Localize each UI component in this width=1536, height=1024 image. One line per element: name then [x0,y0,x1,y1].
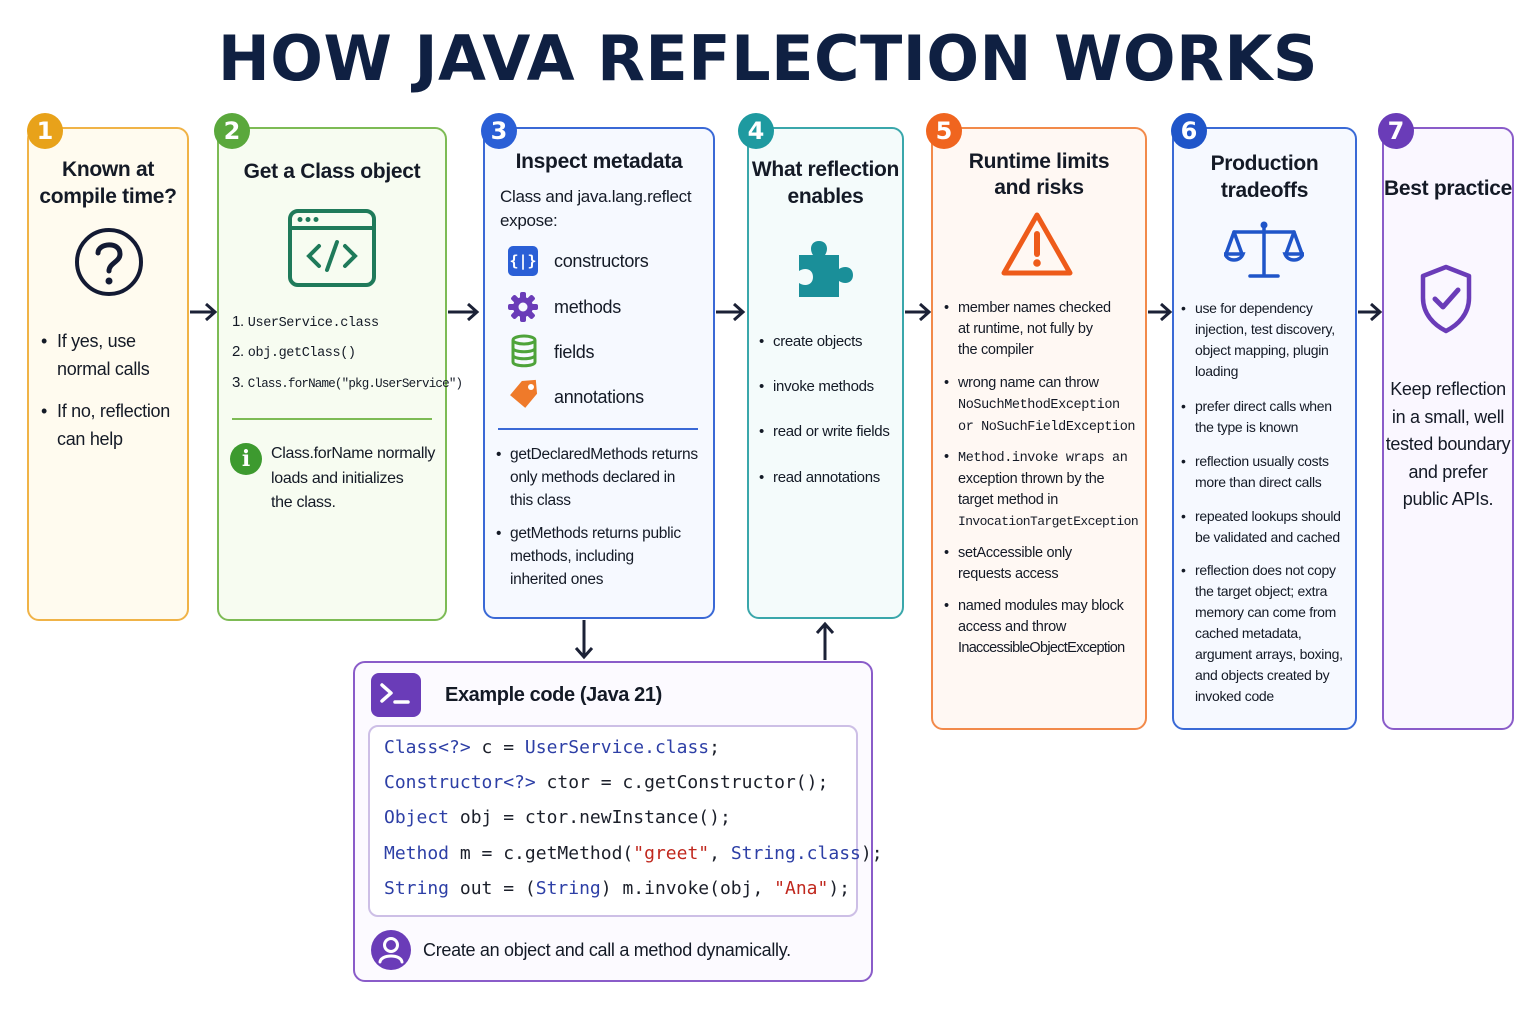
panel-best-practice [1382,127,1514,730]
panel-1-title-line1: Known at [61,158,155,181]
gear-icon [508,292,538,322]
arrow-2-3 [448,302,480,322]
arrow-3-4 [716,302,746,322]
panel-4-bullet-4: read annotations [759,467,880,488]
code-window-icon [288,209,376,287]
code-line-5: String out = (String) m.invoke(obj, "Ana… [384,878,851,899]
step-3: 3. Class.forName("pkg.UserService") [232,374,463,391]
panel-1-title-line2: compile time? [39,185,177,208]
user-icon [371,930,411,970]
item-methods: methods [554,297,621,317]
page-title: HOW JAVA REFLECTION WORKS [217,22,1319,95]
item-fields: fields [554,342,595,362]
panel-2-title: Get a Class object [243,160,421,183]
warning-icon [1001,212,1073,276]
terminal-icon [371,673,421,717]
code-caption: Create an object and call a method dynam… [423,940,791,960]
arrow-3-to-code [574,620,594,660]
divider [498,428,698,430]
step-badge-3: 3 [481,113,517,149]
panel-4-title-line2: enables [787,185,864,208]
code-block [368,725,858,917]
code-line-2: Constructor<?> ctor = c.getConstructor()… [384,772,829,793]
code-line-4: Method m = c.getMethod("greet", String.c… [384,843,883,864]
code-panel-title: Example code (Java 21) [445,684,662,706]
panel-what-enables [747,127,904,619]
step-badge-7: 7 [1378,113,1414,149]
arrow-1-2 [190,302,218,322]
panel-4-bullet-1: create objects [759,331,863,352]
database-icon [511,334,537,368]
panel-3-title: Inspect metadata [515,150,683,173]
item-annotations: annotations [554,387,644,407]
code-line-3: Object obj = ctor.newInstance(); [384,807,731,828]
step-1: 1. UserService.class [232,313,379,331]
info-icon: i [230,443,262,475]
shield-check-icon [1420,264,1472,334]
panel-4-bullet-3: read or write fields [759,421,890,442]
step-badge-1: 1 [27,113,63,149]
question-icon [75,228,143,296]
code-line-1: Class<?> c = UserService.class; [384,737,720,758]
step-badge-2: 2 [214,113,250,149]
panel-7-title: Best practice [1384,177,1512,200]
panel-6-title-line2: tradeoffs [1220,179,1309,202]
panel-5-bullet-2: wrong name can throwNoSuchMethodExceptio… [944,373,1136,438]
arrow-6-7 [1358,302,1383,322]
panel-5-title-line2: and risks [994,176,1084,199]
arrow-4-5 [905,302,932,322]
step-badge-5: 5 [926,113,962,149]
scale-icon [1224,221,1304,278]
arrow-code-to-4 [815,621,835,660]
step-badge-4: 4 [738,113,774,149]
tag-icon [510,379,538,408]
divider [232,418,432,420]
panel-compile-time [27,127,189,621]
panel-4-title-line1: What reflection [751,158,900,181]
constructors-icon: {|} [508,246,538,276]
panel-4-bullet-2: invoke methods [759,376,874,397]
step-badge-6: 6 [1171,113,1207,149]
panel-5-title-line1: Runtime limits [968,150,1110,173]
item-constructors: constructors [554,251,649,271]
arrow-5-6 [1148,302,1173,322]
puzzle-icon [799,241,853,297]
step-2: 2. obj.getClass() [232,343,356,361]
panel-6-title-line1: Production [1210,152,1319,175]
